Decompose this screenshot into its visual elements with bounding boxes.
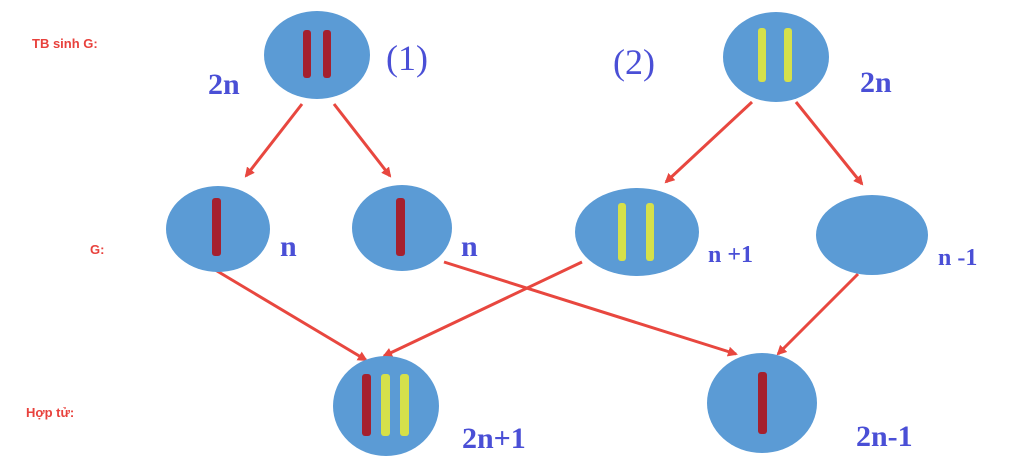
gamete-2-ploidy: n xyxy=(461,230,478,263)
row-label-parent-cells: TB sinh G: xyxy=(32,36,98,51)
chromosome-yellow xyxy=(618,203,626,261)
arrow-parent1-to-gamete2 xyxy=(332,103,392,178)
chromosome-yellow xyxy=(400,374,409,436)
arrow-gamete4-to-zygote2 xyxy=(776,272,860,356)
arrow-gamete1-to-zygote1 xyxy=(211,266,368,362)
chromosome-red xyxy=(362,374,371,436)
arrow-gamete3-to-zygote1 xyxy=(382,260,583,358)
arrow-parent1-to-gamete1 xyxy=(244,103,304,178)
chromosome-yellow xyxy=(758,28,766,82)
chromosome-yellow xyxy=(646,203,654,261)
row-label-zygotes: Hợp tử: xyxy=(26,405,75,420)
chromosome-red xyxy=(303,30,311,78)
chromosome-red xyxy=(323,30,331,78)
zygote-cell-1 xyxy=(333,356,439,456)
arrows xyxy=(211,100,864,362)
gamete-1-ploidy: n xyxy=(280,230,297,263)
parent-1-index: (1) xyxy=(386,38,428,78)
arrow-gamete2-to-zygote2 xyxy=(443,260,738,357)
gamete-4-ploidy: n -1 xyxy=(938,245,978,271)
chromosome-red xyxy=(212,198,221,256)
gamete-cell-2 xyxy=(352,185,452,271)
arrow-parent2-to-gamete4 xyxy=(794,101,864,186)
parent-2-index: (2) xyxy=(613,42,655,82)
chromosome-yellow xyxy=(381,374,390,436)
parent-2-ploidy: 2n xyxy=(860,66,892,99)
gamete-cell-3 xyxy=(575,188,699,276)
chromosome-red xyxy=(396,198,405,256)
parent-cell-1 xyxy=(264,11,370,99)
gamete-cell-1 xyxy=(166,186,270,272)
row-label-gametes: G: xyxy=(90,242,105,257)
parent-1-ploidy: 2n xyxy=(208,68,240,101)
parent-cell-2 xyxy=(723,12,829,102)
chromosome-yellow xyxy=(784,28,792,82)
zygote-cell-2 xyxy=(707,353,817,453)
zygote-2-ploidy: 2n-1 xyxy=(856,420,913,453)
chromosome-red xyxy=(758,372,767,434)
gamete-3-ploidy: n +1 xyxy=(708,242,754,268)
arrow-parent2-to-gamete3 xyxy=(664,100,754,184)
gamete-cell-4 xyxy=(816,195,928,275)
zygote-1-ploidy: 2n+1 xyxy=(462,422,526,455)
